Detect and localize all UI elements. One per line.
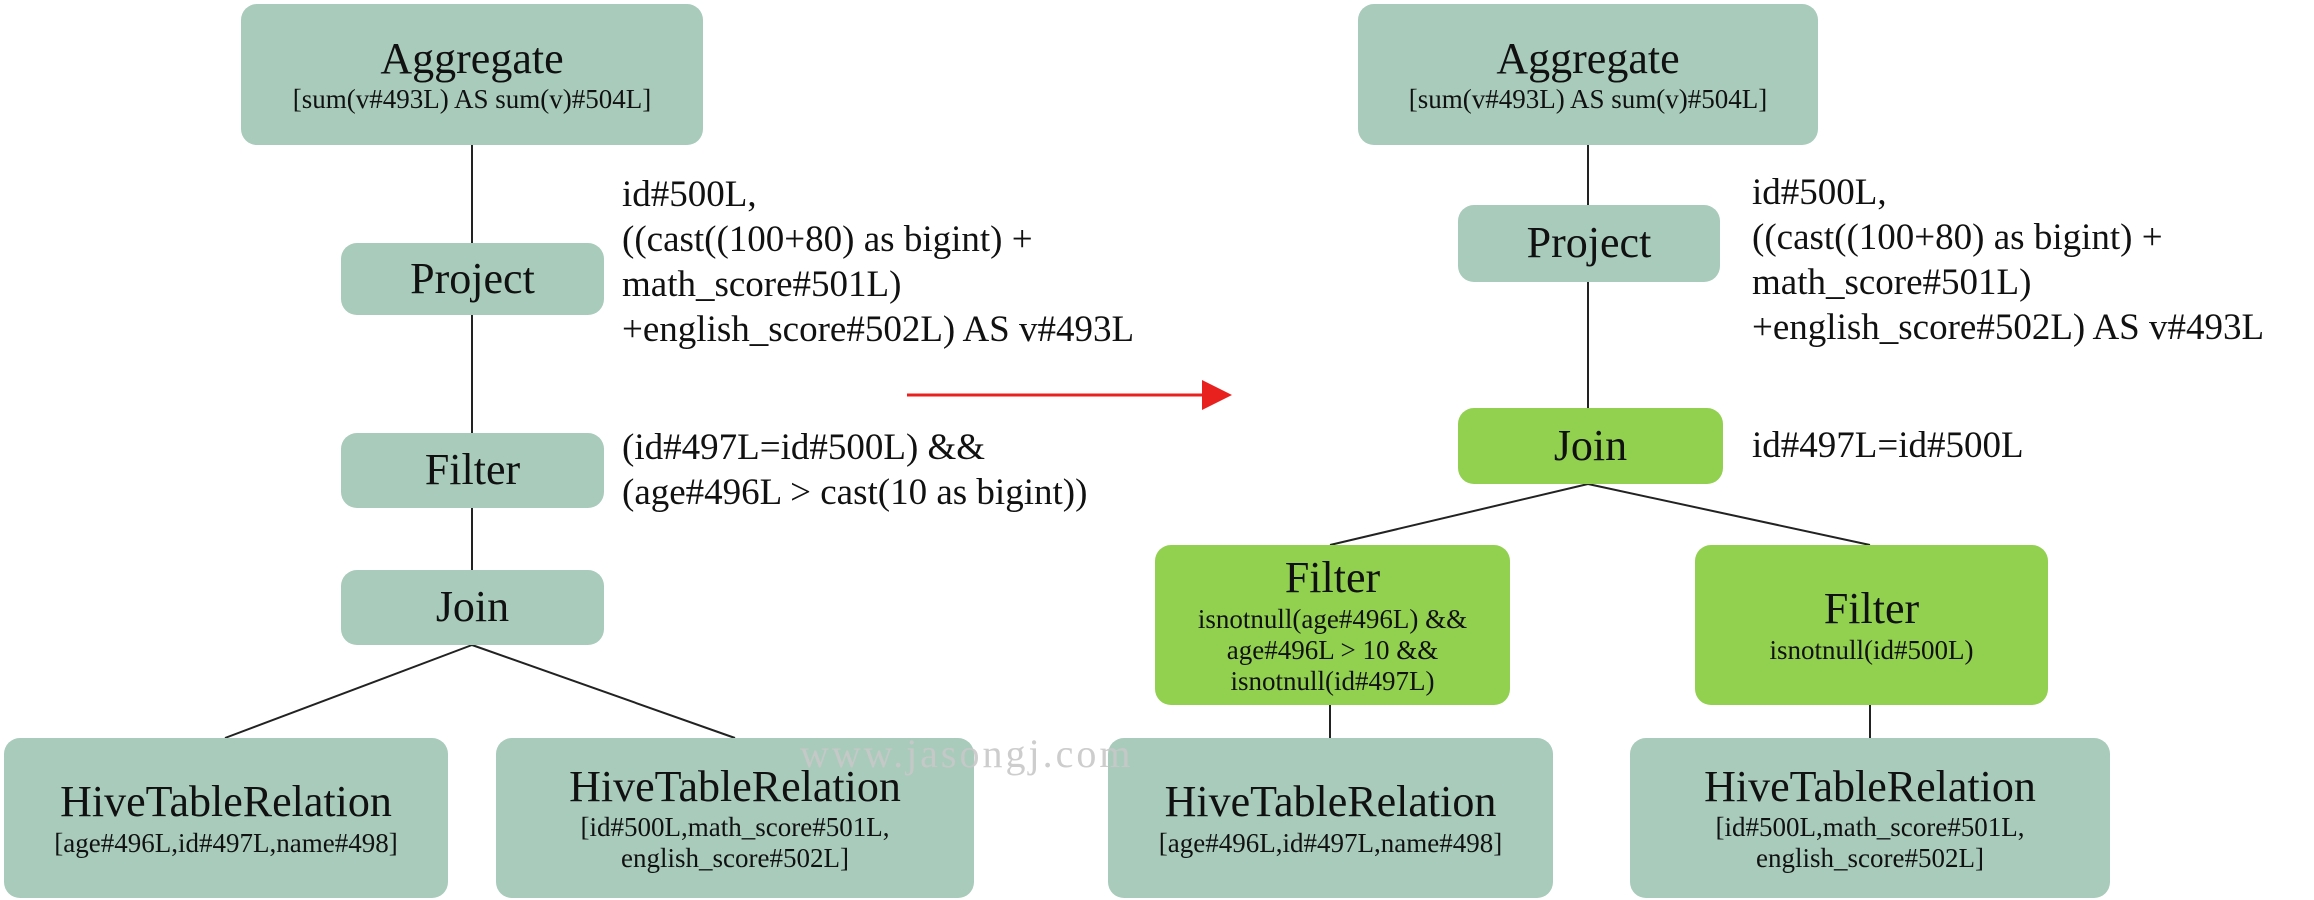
left-aggregate-title: Aggregate: [380, 33, 564, 83]
right-filter2-node: Filter isnotnull(id#500L): [1695, 545, 2048, 705]
right-filter1-node: Filter isnotnull(age#496L) && age#496L >…: [1155, 545, 1510, 705]
right-filter2-title: Filter: [1823, 584, 1920, 634]
right-aggregate-detail: [sum(v#493L) AS sum(v)#504L]: [1408, 84, 1768, 115]
left-table2-detail-line: english_score#502L]: [621, 843, 849, 874]
left-filter-title: Filter: [424, 445, 521, 495]
left-filter-note: (id#497L=id#500L) && (age#496L > cast(10…: [622, 425, 1087, 515]
left-aggregate-detail: [sum(v#493L) AS sum(v)#504L]: [292, 84, 652, 115]
right-aggregate-node: Aggregate [sum(v#493L) AS sum(v)#504L]: [1358, 4, 1818, 145]
left-project-note-line: math_score#501L): [622, 264, 902, 305]
right-project-note-line: +english_score#502L) AS v#493L: [1752, 307, 2265, 348]
left-filter-note-line: (id#497L=id#500L) &&: [622, 427, 986, 468]
edge-join-table1-left: [224, 644, 473, 739]
right-filter1-detail-line: age#496L > 10 &&: [1226, 634, 1439, 665]
right-filter1-title: Filter: [1284, 553, 1381, 603]
left-join-node: Join: [341, 570, 604, 645]
left-project-node: Project: [341, 243, 604, 315]
right-table1-title: HiveTableRelation: [1164, 777, 1497, 827]
right-project-note-line: math_score#501L): [1752, 262, 2032, 303]
right-filter1-detail-line: isnotnull(age#496L) &&: [1197, 603, 1468, 634]
left-filter-note-line: (age#496L > cast(10 as bigint)): [622, 472, 1088, 513]
left-filter-node: Filter: [341, 433, 604, 508]
right-table2-detail-line: [id#500L,math_score#501L,: [1715, 812, 2025, 843]
right-filter1-detail-line: isnotnull(id#497L): [1230, 665, 1435, 696]
right-table1-node: HiveTableRelation [age#496L,id#497L,name…: [1108, 738, 1553, 898]
right-table2-title: HiveTableRelation: [1704, 761, 2036, 811]
right-project-note: id#500L, ((cast((100+80) as bigint) + ma…: [1752, 170, 2264, 350]
right-join-note: id#497L=id#500L: [1752, 425, 2024, 466]
edge-join-table2-left: [471, 644, 736, 739]
left-project-note-line: id#500L,: [622, 174, 757, 215]
left-table2-title: HiveTableRelation: [569, 761, 901, 811]
right-table2-detail-line: english_score#502L]: [1756, 843, 1984, 874]
left-table1-title: HiveTableRelation: [60, 777, 392, 827]
left-table2-node: HiveTableRelation [id#500L,math_score#50…: [496, 738, 974, 898]
left-project-title: Project: [410, 253, 535, 303]
left-join-title: Join: [435, 582, 510, 632]
right-table1-detail: [age#496L,id#497L,name#498]: [1158, 827, 1503, 858]
right-project-note-line: id#500L,: [1752, 172, 1887, 213]
right-project-title: Project: [1526, 218, 1652, 268]
watermark: www.jasongj.com: [800, 731, 1134, 776]
left-table1-detail: [age#496L,id#497L,name#498]: [54, 827, 398, 858]
left-table2-detail-line: [id#500L,math_score#501L,: [580, 812, 890, 843]
left-project-note-line: +english_score#502L) AS v#493L: [622, 309, 1135, 350]
right-project-note-line: ((cast((100+80) as bigint) +: [1752, 217, 2163, 258]
right-table2-node: HiveTableRelation [id#500L,math_score#50…: [1630, 738, 2110, 898]
left-table1-node: HiveTableRelation [age#496L,id#497L,name…: [4, 738, 448, 898]
left-project-note: id#500L, ((cast((100+80) as bigint) + ma…: [622, 172, 1134, 352]
right-filter2-detail: isnotnull(id#500L): [1769, 634, 1974, 665]
left-aggregate-node: Aggregate [sum(v#493L) AS sum(v)#504L]: [241, 4, 703, 145]
right-project-node: Project: [1458, 205, 1720, 282]
right-aggregate-title: Aggregate: [1496, 33, 1680, 83]
left-project-note-line: ((cast((100+80) as bigint) +: [622, 219, 1033, 260]
edge-join-filter2-right: [1587, 483, 1871, 546]
right-join-node: Join: [1458, 408, 1723, 484]
edge-join-filter1-right: [1329, 483, 1589, 546]
right-join-title: Join: [1553, 420, 1628, 470]
